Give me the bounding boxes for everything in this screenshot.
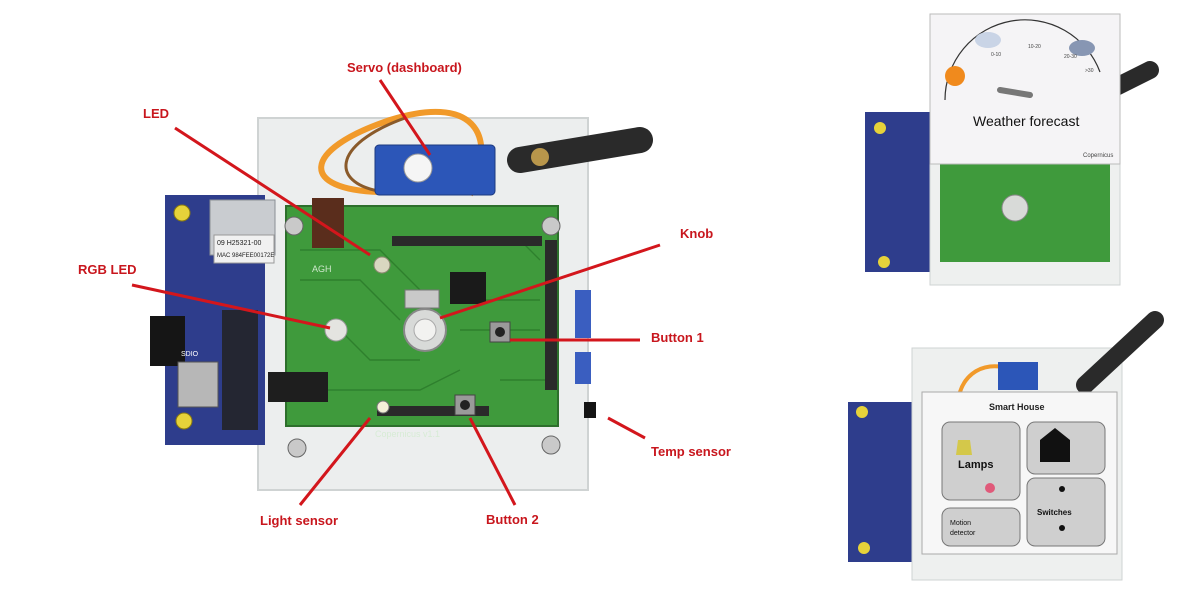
annotation-arrows <box>131 79 661 506</box>
button-1-cap <box>495 327 505 337</box>
screw <box>173 204 191 222</box>
mac-line1: 09 H25321-00 <box>217 240 261 247</box>
antenna-small <box>1076 311 1164 394</box>
arrow-temp-sensor <box>607 416 646 440</box>
label-rgb-led: RGB LED <box>78 262 137 277</box>
knob-small <box>1001 194 1029 222</box>
sd-slot <box>177 361 219 408</box>
screw <box>878 256 890 268</box>
screw <box>874 122 886 134</box>
servo-small <box>998 362 1038 390</box>
switch-indicator <box>1059 486 1065 492</box>
label-button-2: Button 2 <box>486 512 539 527</box>
arrow-light-sensor <box>298 417 372 506</box>
blue-connector <box>575 352 591 384</box>
servo-wire <box>344 116 406 194</box>
hand-icon <box>985 483 995 493</box>
smart-house-title: Smart House <box>989 402 1045 412</box>
pin-header <box>268 372 328 402</box>
switch-indicator <box>1059 525 1065 531</box>
motion-label: Motion <box>950 520 971 527</box>
servo-wire <box>318 108 485 197</box>
weather-brand: Copernicus <box>1083 153 1113 159</box>
label-servo: Servo (dashboard) <box>347 60 462 75</box>
detector-label: detector <box>950 530 976 537</box>
arrow-led <box>174 126 371 257</box>
button-2-cap <box>460 400 470 410</box>
knob-cap <box>413 318 437 342</box>
label-light-sensor: Light sensor <box>260 513 339 528</box>
servo-horn <box>403 153 433 183</box>
motion-tile <box>941 507 1021 547</box>
mac-line2: MAC 984FEE00172E <box>217 253 274 259</box>
standoff <box>287 438 307 458</box>
house-icon <box>1040 428 1070 462</box>
arrow-rgb-led <box>131 283 331 330</box>
screw <box>175 412 193 430</box>
label-button-1: Button 1 <box>651 330 704 345</box>
standoff <box>541 435 561 455</box>
weather-title: Weather forecast <box>973 113 1079 129</box>
rgb-led <box>324 318 348 342</box>
light-sensor <box>376 400 390 414</box>
main-board-photo: 09 H25321-00 MAC 984FEE00172E SDIO AGH C… <box>150 108 653 491</box>
label-led: LED <box>143 106 169 121</box>
standoff <box>541 216 561 236</box>
cloud-sun-icon <box>975 32 1001 48</box>
weather-photo: 0-10 10-20 20-30 >30 Weather forecast Co… <box>808 0 1198 300</box>
lamps-label: Lamps <box>958 459 993 471</box>
pin-header <box>392 236 542 246</box>
scale-mark: 0-10 <box>991 52 1001 58</box>
microcontroller <box>450 272 486 304</box>
screw <box>856 406 868 418</box>
copernicus-silkscreen: Copernicus v1.1 <box>375 429 440 439</box>
label-temp-sensor: Temp sensor <box>651 444 731 459</box>
label-knob: Knob <box>680 226 714 241</box>
temp-sensor <box>584 402 596 418</box>
standoff <box>284 216 304 236</box>
mac-sticker <box>213 234 275 264</box>
lamp-icon <box>956 440 972 455</box>
sdio-text: SDIO <box>181 351 199 358</box>
smart-house-photo: Smart House Lamps Motion detector Switch… <box>808 300 1198 600</box>
scale-mark: >30 <box>1085 68 1094 74</box>
scale-mark: 20-30 <box>1064 54 1077 60</box>
antenna-connector <box>531 148 549 166</box>
base-chips <box>222 310 258 430</box>
pin-header <box>377 406 489 416</box>
pin-header <box>545 240 557 390</box>
agh-logo-text: AGH <box>312 264 332 274</box>
arrow-servo <box>378 79 432 156</box>
sun-icon <box>945 66 965 86</box>
led <box>373 256 391 274</box>
switches-tile <box>1026 477 1106 547</box>
base-board-small <box>848 402 923 562</box>
rain-cloud-icon <box>1069 40 1095 56</box>
power-jack <box>150 316 185 366</box>
arrow-button-2 <box>468 417 517 506</box>
blue-connector <box>575 290 591 338</box>
servo <box>374 144 496 196</box>
arrow-knob <box>439 243 661 320</box>
scale-mark: 10-20 <box>1028 44 1041 50</box>
servo-pointer <box>997 87 1033 98</box>
weather-card <box>929 13 1121 165</box>
brown-connector <box>312 198 344 248</box>
switches-label: Switches <box>1037 508 1072 517</box>
screw <box>858 542 870 554</box>
crystal <box>404 289 440 309</box>
